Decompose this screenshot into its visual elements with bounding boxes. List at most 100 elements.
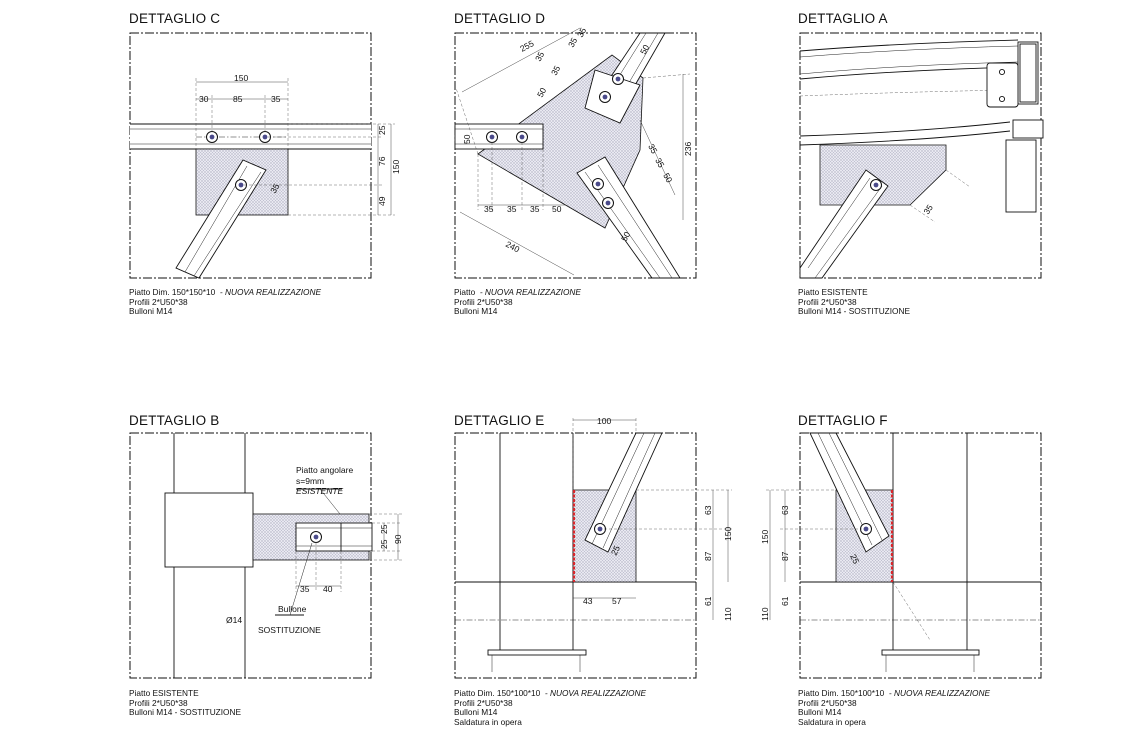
detail-b-note: Profili 2*U50*38 [129, 697, 188, 708]
detail-e-note-status: - NUOVA REALIZZAZIONE [544, 688, 647, 698]
detail-d-dim: 50 [552, 204, 562, 214]
detail-d-note: Piatto [454, 287, 476, 297]
detail-d-dim: 35 [533, 50, 546, 63]
detail-e-frame [454, 432, 697, 679]
detail-f-dim: 63 [780, 505, 790, 515]
detail-b-drawing [129, 432, 402, 679]
detail-f-note: Saldatura in opera [798, 716, 866, 727]
detail-f-notes: Piatto Dim. 150*100*10 - NUOVA REALIZZAZ… [798, 688, 991, 727]
detail-e-dim: 61 [703, 596, 713, 606]
detail-b-dim: 40 [323, 584, 333, 594]
detail-f-title: DETTAGLIO F [798, 413, 888, 428]
detail-b-notes: Piatto ESISTENTE Profili 2*U50*38 Bullon… [129, 688, 242, 718]
detail-d-dim: 50 [619, 230, 632, 243]
detail-e-dim: 63 [703, 505, 713, 515]
detail-c-note: Bulloni M14 [129, 306, 173, 317]
detail-c-dim: 85 [233, 94, 243, 104]
detail-d-dim: 35 [549, 64, 562, 77]
detail-e-note: Profili 2*U50*38 [454, 697, 513, 708]
detail-d-drawing [454, 27, 697, 279]
detail-d-dim: 255 [518, 38, 535, 54]
detail-b-plate-label: Piatto angolare [296, 465, 353, 475]
detail-d-dim: 240 [504, 239, 521, 255]
detail-d-dim: 35 [566, 36, 579, 49]
detail-d-dim: 35 [530, 204, 540, 214]
detail-b-note: Piatto ESISTENTE [129, 688, 199, 698]
detail-d-frame [454, 32, 697, 279]
detail-c-dim: 150 [391, 160, 401, 174]
detail-b-diameter: Ø14 [226, 615, 242, 625]
detail-b-title: DETTAGLIO B [129, 413, 220, 428]
detail-e-title: DETTAGLIO E [454, 413, 545, 428]
detail-f-note: Profili 2*U50*38 [798, 697, 857, 708]
detail-f-dim: 150 [760, 530, 770, 544]
detail-a-plate [819, 144, 947, 206]
detail-f-drawing [766, 432, 1042, 679]
detail-e-dim: 57 [612, 596, 622, 606]
detail-c-note: Piatto Dim. 150*150*10 [129, 287, 216, 297]
detail-f-note: Bulloni M14 [798, 707, 842, 718]
detail-d-dim: 35 [646, 142, 659, 155]
detail-d-note-status: - NUOVA REALIZZAZIONE [479, 287, 581, 297]
detail-b-dim: 35 [300, 584, 310, 594]
detail-e-dim: 150 [723, 527, 733, 541]
detail-e-dim: 100 [597, 416, 611, 426]
detail-c-notes: Piatto Dim. 150*150*10 - NUOVA REALIZZAZ… [129, 287, 322, 317]
detail-f-note-status: - NUOVA REALIZZAZIONE [888, 688, 991, 698]
detail-a-note: Piatto ESISTENTE [798, 287, 868, 297]
detail-d-dim: 35 [507, 204, 517, 214]
detail-b-dim: 90 [393, 534, 403, 544]
detail-e-note: Saldatura in opera [454, 716, 522, 727]
detail-f-dim: 87 [780, 551, 790, 561]
detail-b-plate-status: ESISTENTE [296, 486, 344, 496]
detail-e-dim: 43 [583, 596, 593, 606]
detail-b-plate-thickness: s=9mm [296, 476, 324, 486]
detail-d-dim: 50 [661, 171, 674, 184]
detail-c-frame [129, 32, 372, 279]
detail-d-dim: 50 [535, 86, 548, 99]
detail-b-sost-label: SOSTITUZIONE [258, 625, 321, 635]
detail-d-note: Profili 2*U50*38 [454, 296, 513, 307]
detail-d-dim: 35 [653, 156, 666, 169]
detail-a-notes: Piatto ESISTENTE Profili 2*U50*38 Bullon… [798, 287, 911, 317]
detail-a-frame [799, 32, 1042, 279]
detail-b-frame [129, 432, 372, 679]
detail-b-bolt-label: Bullone [278, 604, 307, 614]
detail-c-dim: 76 [377, 156, 387, 166]
detail-c-drawing [129, 32, 395, 279]
detail-e-dim: 25 [609, 544, 622, 557]
detail-b-note: Bulloni M14 - SOSTITUZIONE [129, 707, 242, 718]
detail-f-dim: 25 [848, 552, 861, 565]
detail-c-note-status: - NUOVA REALIZZAZIONE [219, 287, 322, 297]
detail-c-dim: 35 [271, 94, 281, 104]
detail-b-dim: 25 [379, 539, 389, 549]
detail-b-dim: 25 [379, 524, 389, 534]
detail-a-note: Bulloni M14 - SOSTITUZIONE [798, 306, 911, 317]
detail-f-dim: 110 [760, 607, 770, 621]
detail-a-drawing [799, 32, 1044, 279]
detail-c-title: DETTAGLIO C [129, 11, 221, 26]
detail-d-notes: Piatto - NUOVA REALIZZAZIONE Profili 2*U… [454, 287, 581, 317]
detail-f-dim: 61 [780, 596, 790, 606]
detail-d-dim: 50 [462, 134, 472, 144]
detail-c-dim: 35 [268, 182, 282, 195]
detail-c-dim: 150 [234, 73, 248, 83]
detail-d-dim: 35 [575, 26, 588, 39]
detail-e-drawing [454, 418, 732, 679]
detail-e-notes: Piatto Dim. 150*100*10 - NUOVA REALIZZAZ… [454, 688, 647, 727]
detail-e-note: Piatto Dim. 150*100*10 [454, 688, 541, 698]
detail-a-title: DETTAGLIO A [798, 11, 888, 26]
detail-c-note: Profili 2*U50*38 [129, 296, 188, 307]
detail-e-dim: 110 [723, 607, 733, 621]
detail-c-dim: 25 [377, 125, 387, 135]
detail-d-dim: 50 [638, 43, 651, 56]
detail-f-note: Piatto Dim. 150*100*10 [798, 688, 885, 698]
detail-d-dim: 236 [683, 142, 693, 156]
detail-c-dim: 49 [377, 196, 387, 206]
detail-d-title: DETTAGLIO D [454, 11, 546, 26]
detail-d-note: Bulloni M14 [454, 306, 498, 317]
detail-c-dim: 30 [199, 94, 209, 104]
detail-d-dim: 35 [484, 204, 494, 214]
detail-a-note: Profili 2*U50*38 [798, 296, 857, 307]
